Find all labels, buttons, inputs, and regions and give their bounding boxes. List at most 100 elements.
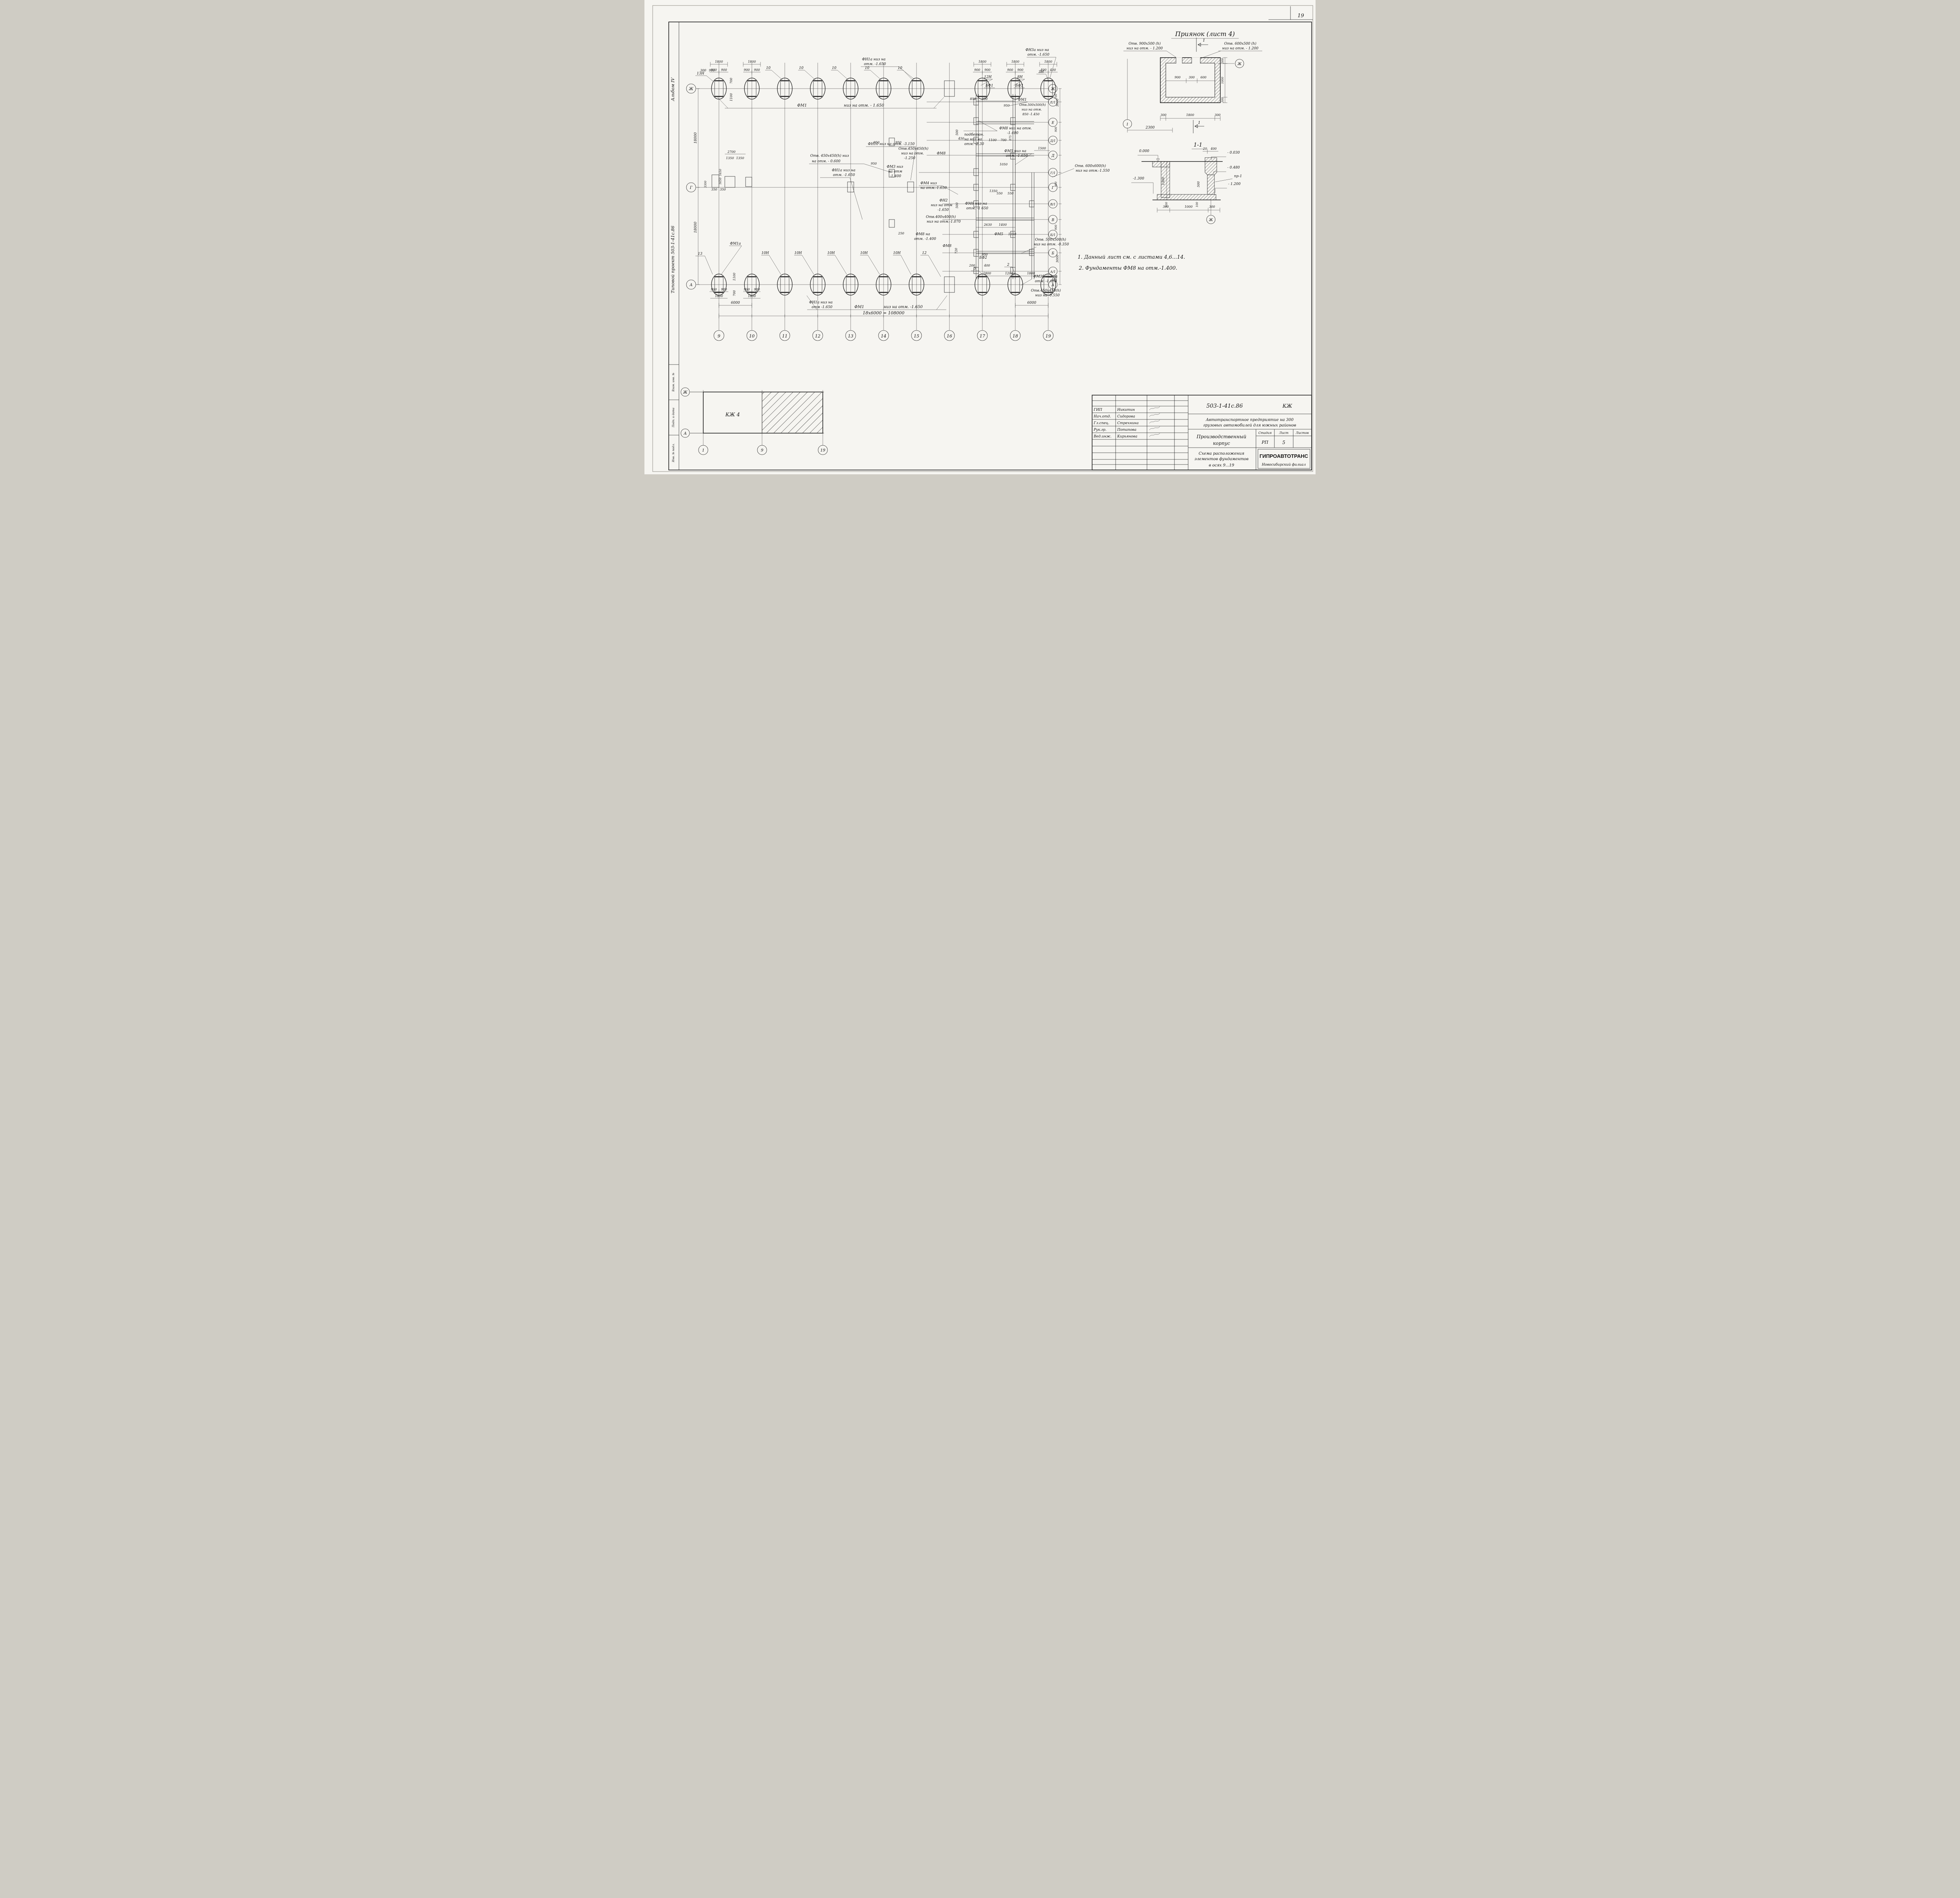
- sheet-canvas: 19 Альбом IV Типовой проект 503-1-41с.86…: [652, 5, 1313, 472]
- role-name: Стрехнина: [1117, 421, 1139, 425]
- label-fn1a-mid: отм. -1.650: [833, 173, 855, 177]
- album-label: Альбом IV: [670, 77, 675, 102]
- axis-d: Д: [1051, 154, 1054, 158]
- dim: 1350: [726, 156, 734, 160]
- keyplan-col-9: 9: [761, 448, 764, 453]
- role-name: Никитин: [1117, 408, 1135, 412]
- label-fn2: низ на отм: [931, 203, 952, 207]
- dim: 900: [984, 68, 990, 72]
- dim: 300: [700, 69, 706, 72]
- dim: 1500: [1038, 147, 1046, 150]
- dim: 100: [1196, 202, 1199, 207]
- dim: 900: [1017, 68, 1023, 72]
- col-11: 11: [782, 334, 788, 339]
- sheets-header: Листов: [1295, 431, 1309, 435]
- dim: 3300: [704, 181, 707, 188]
- label-pr1: пр-1: [1234, 174, 1242, 178]
- dim: 1050: [1008, 232, 1016, 236]
- label-otv450: -1.250: [904, 156, 915, 160]
- label-fn1a-top: отм. -1.650: [864, 62, 886, 66]
- dim: 300: [1221, 97, 1224, 103]
- dim: 450: [958, 137, 964, 140]
- dim: 500: [955, 129, 959, 135]
- keyplan-col-1: 1: [702, 448, 704, 453]
- mark-10n: 10Н: [761, 251, 769, 255]
- dim: 900: [744, 68, 750, 72]
- dim: 6000: [731, 301, 740, 305]
- mark-bf3: БФ3: [1015, 84, 1023, 88]
- dim: 300: [1214, 113, 1220, 117]
- dim: 900: [1174, 76, 1180, 79]
- label-fn10: ФН10 низ на отм. -3.150: [868, 142, 915, 146]
- dim: 1100: [730, 93, 733, 101]
- row-mark-fm1-bot: ФМ1: [855, 305, 864, 309]
- dim: 1000: [1221, 77, 1224, 84]
- label-fn2: -1.650: [938, 208, 949, 212]
- label-otv450c: низ на -0.550: [1035, 294, 1060, 298]
- label-fm3: -1.400: [890, 174, 901, 178]
- dim: 900: [744, 288, 750, 291]
- dim: 1350: [989, 189, 997, 193]
- central-labels: 950 850 950 Отв.500x500(h) низ на отм. 8…: [704, 97, 1110, 267]
- mark-13n: 13Н: [697, 72, 704, 76]
- col-17: 17: [980, 334, 985, 339]
- label-fn1a-mid: ФН1а низ на: [832, 169, 855, 172]
- col-18: 18: [1013, 334, 1018, 339]
- doc-mark: КЖ: [1282, 403, 1292, 409]
- role: Вед.инж.: [1093, 435, 1111, 439]
- left-dimensions: 18000 18000: [694, 88, 700, 285]
- label-otv450: низ на отм.: [901, 152, 924, 156]
- dim: 900: [709, 69, 715, 72]
- label-fn2: ФН2: [939, 199, 947, 203]
- dim: 300: [1209, 205, 1215, 209]
- project-line2: грузовых автомобилей для южных районов: [1203, 423, 1296, 428]
- axis-a: А: [1051, 283, 1054, 287]
- label-otv400: Отв.400x400(h): [926, 215, 956, 219]
- key-plan: Ж А 1 9 19 КЖ 4: [681, 387, 828, 455]
- section-mark-1: 1: [1198, 121, 1200, 125]
- dim: 1050: [1000, 163, 1007, 166]
- dim: 400: [984, 264, 990, 267]
- dim: 400: [1210, 147, 1216, 151]
- axis-b: Б: [1051, 252, 1054, 256]
- label-fm1a: ФМ1а: [730, 242, 741, 246]
- page-number: 19: [1298, 13, 1304, 19]
- mark-10: 10: [832, 66, 837, 70]
- label-fm3: ФМ3 низ: [887, 165, 903, 169]
- detail-hole-left: Отв. 900x500 (h): [1129, 42, 1161, 46]
- label-otv600: низ на отм.-1.550: [1076, 169, 1110, 173]
- top-labels: 13Н 10 10 10 10 10 12Н 8Н 3Н БФ1 БФ3 ФМ1…: [695, 48, 1056, 109]
- label-fm8b: отм. -1.400: [914, 237, 936, 241]
- dim: 1100: [733, 273, 736, 281]
- label-fm8c: ФМ8: [943, 244, 952, 248]
- mark-13: 13: [698, 252, 702, 256]
- section-mark-1: 1: [1203, 38, 1205, 43]
- mark-3n: 3Н: [1038, 70, 1044, 74]
- keyplan-axis-zh: Ж: [682, 390, 688, 395]
- label-fm6: ФМ6 низ на: [965, 202, 987, 206]
- label-fn3a: ФН3а низ на: [1025, 48, 1049, 52]
- dim: 900: [721, 68, 727, 72]
- label-fm5: отм. -1.650: [1006, 154, 1028, 158]
- dim: 1300: [1161, 177, 1165, 185]
- label-fm3b: отм. -1.650: [1035, 279, 1057, 283]
- signature: [1149, 406, 1160, 437]
- dim: 700: [1054, 94, 1058, 99]
- role: ГИП: [1093, 408, 1102, 412]
- axis-circles-right: Ж Е/1 Е Д/1 Д Г/1 Г В/1 В Б/1 Б А/1 А: [1048, 84, 1058, 289]
- row-mark-fm1: ФМ1: [797, 103, 807, 108]
- organization-branch: Новосибирский филиал: [1261, 463, 1306, 467]
- axis-v: В: [1051, 218, 1054, 222]
- bottom-labels: ФМ1а 13 10Н 10Н 10Н 10Н 10Н 12 5 2 БФ2 1…: [695, 242, 1061, 318]
- dim: 1200: [1005, 272, 1013, 275]
- keyplan-col-19: 19: [820, 448, 826, 453]
- label-otv500b: Отв. 500x500(h): [1035, 238, 1066, 242]
- dim: 1800: [978, 60, 986, 64]
- row-note: низ на отм. - 1.650: [844, 103, 884, 108]
- label-fm5: ФМ5 низ на: [1004, 149, 1026, 153]
- axis-d1: Д/1: [1050, 139, 1056, 143]
- mark-10n: 10Н: [794, 251, 802, 255]
- column-circles: 9 10 11 12 13 14 15 16 17 18 19: [713, 330, 1054, 341]
- dim: 950: [982, 253, 987, 256]
- mark-10n: 10Н: [893, 251, 900, 255]
